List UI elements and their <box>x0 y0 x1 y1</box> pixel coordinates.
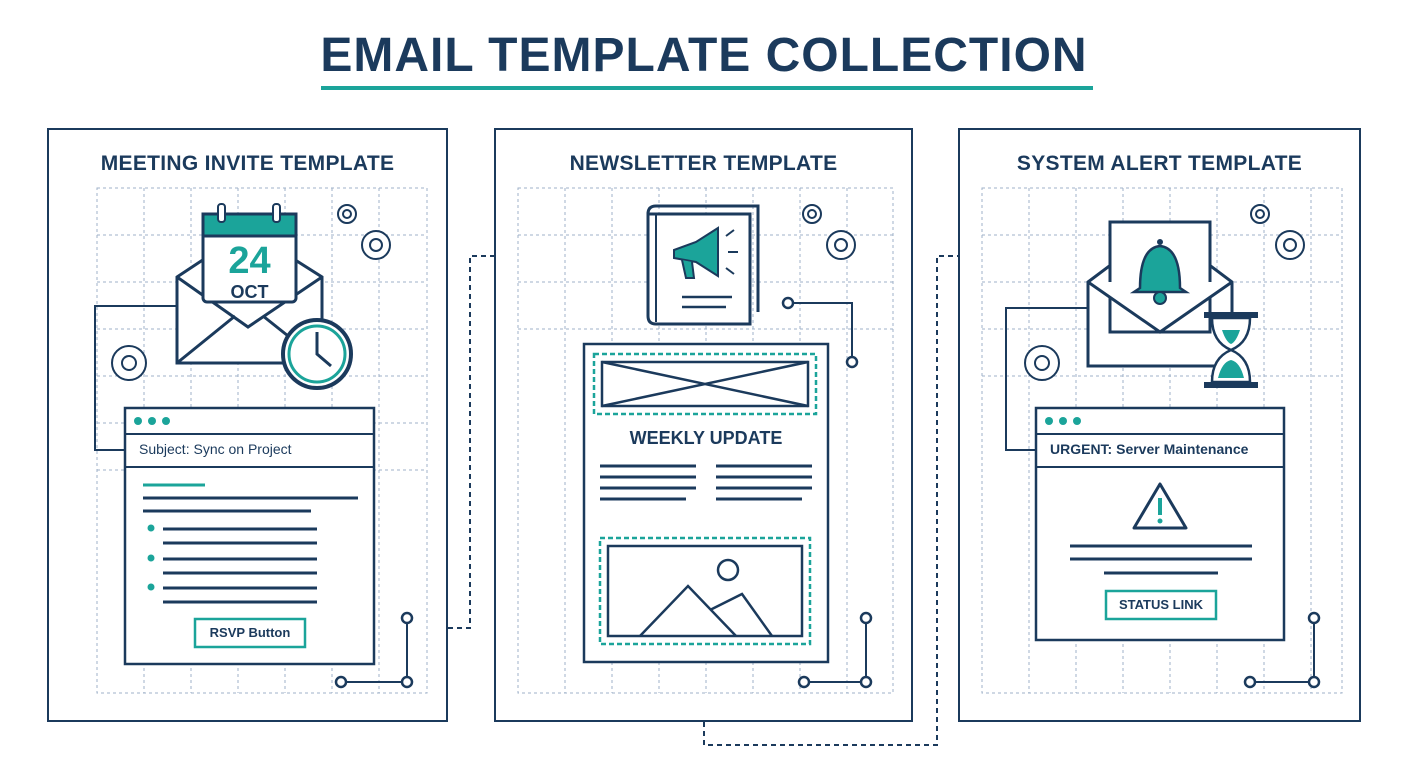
circuit-lines <box>1005 307 1088 451</box>
book-icon <box>646 204 760 326</box>
email-window <box>123 406 376 666</box>
connector-1-2 <box>430 255 494 629</box>
page-title: EMAIL TEMPLATE COLLECTION <box>320 29 1088 82</box>
calendar-day: 24 <box>228 240 271 282</box>
newsletter-panel: NEWSLETTER TEMPLATE <box>494 128 913 722</box>
panel-title: MEETING INVITE TEMPLATE <box>100 152 395 175</box>
newsletter-illustration <box>517 187 894 694</box>
meeting-invite-panel: MEETING INVITE TEMPLATE <box>47 128 448 722</box>
bell-icon <box>1129 239 1191 305</box>
gear-icon <box>802 204 856 260</box>
calendar-month: OCT <box>230 282 269 302</box>
panel-title: SYSTEM ALERT TEMPLATE <box>1016 152 1303 175</box>
calendar-icon <box>201 203 298 304</box>
megaphone-icon <box>673 226 738 279</box>
gear-icon <box>1024 204 1305 381</box>
connector-2-3 <box>703 255 958 746</box>
panel-title: NEWSLETTER TEMPLATE <box>569 152 838 175</box>
meeting-invite-illustration <box>94 187 428 694</box>
image-placeholder-icon <box>598 536 812 646</box>
warning-icon <box>1132 482 1188 530</box>
clock-icon <box>281 318 353 390</box>
circuit-lines <box>1250 620 1315 683</box>
circuit-lines <box>804 620 867 683</box>
gear-icon <box>111 204 391 381</box>
system-alert-panel: SYSTEM ALERT TEMPLATE <box>958 128 1361 722</box>
hourglass-icon <box>1204 312 1258 388</box>
circuit-lines <box>94 305 408 683</box>
email-subject: URGENT: Server Maintenance <box>1050 441 1249 457</box>
title-underline <box>321 86 1093 90</box>
rsvp-button[interactable]: RSVP Button <box>209 625 291 640</box>
circuit-lines <box>788 302 853 360</box>
status-link-button[interactable]: STATUS LINK <box>1118 597 1203 612</box>
newsletter-heading: WEEKLY UPDATE <box>629 428 783 448</box>
system-alert-illustration <box>981 187 1343 694</box>
email-subject: Subject: Sync on Project <box>139 441 292 457</box>
